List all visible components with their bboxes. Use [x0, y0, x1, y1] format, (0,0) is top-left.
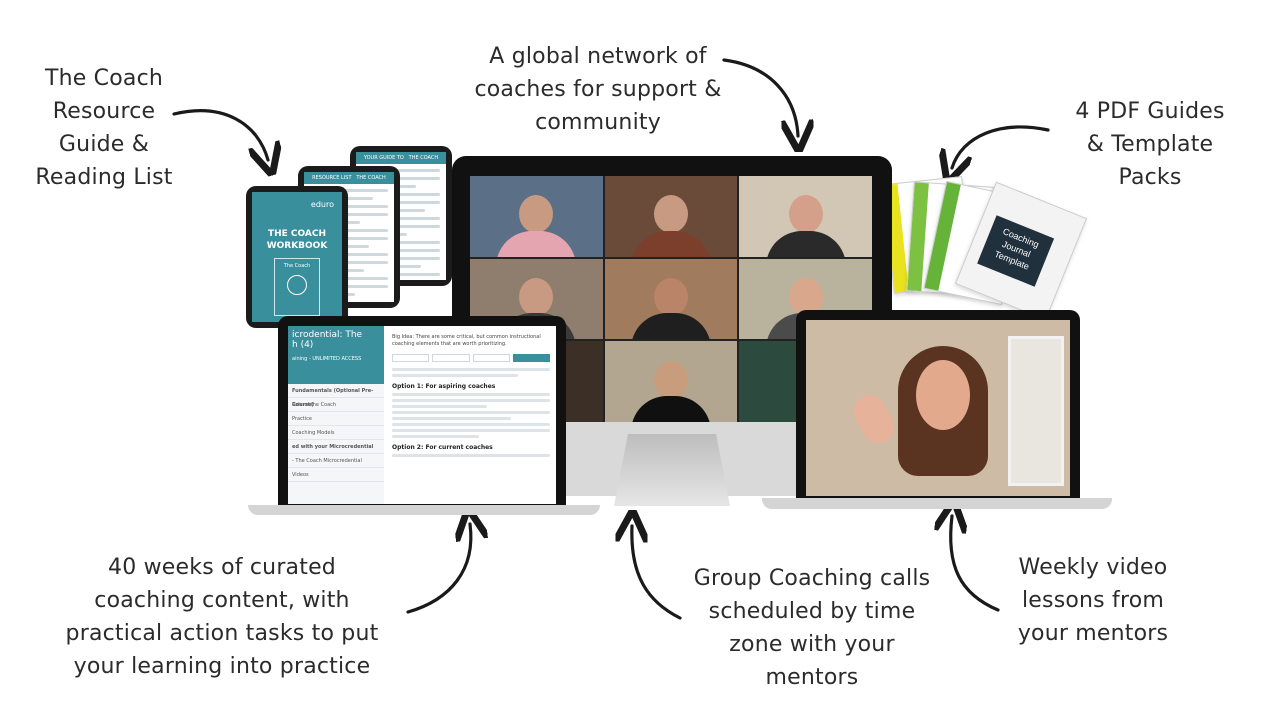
workbook-title: THE COACH WORKBOOK: [266, 229, 328, 251]
caption-curated-content: 40 weeks of curated coaching content, wi…: [65, 555, 379, 679]
video-tile: [739, 176, 872, 257]
doc-header: YOUR GUIDE TO THE COACH: [356, 152, 446, 164]
sidebar-item: Videos: [288, 468, 384, 482]
arrow-pdf-guides: [952, 125, 1050, 168]
eduro-logo: eduro: [310, 200, 334, 209]
sidebar-item: Fundamentals (Optional Pre-Course): [288, 384, 384, 408]
sidebar-item: Role of the Coach: [288, 398, 384, 412]
course-title: icrodential: The h (4) aining - UNLIMITE…: [288, 326, 384, 384]
laptop-base: [762, 498, 1112, 509]
tablet-coach-workbook: eduro THE COACH WORKBOOK The Coach: [246, 186, 348, 328]
tab-resources: [472, 354, 510, 362]
option-1-heading: Option 1: For aspiring coaches: [392, 383, 496, 390]
video-lesson-screen: [806, 320, 1070, 496]
course-main: Big Idea: There are some critical, but c…: [392, 334, 550, 460]
caption-weekly-video: Weekly video lessons from your mentors: [1017, 555, 1169, 646]
video-tile: [604, 258, 738, 340]
journal-title-block: Coaching Journal Template: [977, 215, 1055, 287]
bookshelf: [1008, 336, 1064, 486]
laptop-base: [248, 505, 600, 515]
arrow-weekly-video: [951, 516, 1000, 612]
laurel-icon: [287, 275, 307, 295]
mentor-video: [898, 346, 988, 476]
tab-action: [512, 354, 550, 362]
tab-watch: [392, 354, 430, 362]
tab-introduction: [432, 354, 470, 362]
monitor-stand: [614, 434, 730, 506]
sidebar-item: Practice: [288, 412, 384, 426]
caption-resource-guide: The Coach Resource Guide & Reading List: [35, 66, 173, 190]
sidebar-item: - The Coach Microcredential: [288, 454, 384, 468]
arrow-group-coaching: [632, 526, 682, 620]
sidebar-item: Coaching Models: [288, 426, 384, 440]
caption-group-coaching: Group Coaching calls scheduled by time z…: [693, 566, 931, 690]
course-page-screen: icrodential: The h (4) aining - UNLIMITE…: [288, 326, 556, 504]
sidebar-item: ed with your Microcredential: [288, 440, 384, 454]
arrow-global-network: [722, 58, 798, 136]
video-tile: [604, 176, 738, 257]
arrow-icon: [172, 58, 1050, 620]
laptop-video-lesson: [796, 310, 1080, 500]
big-idea-text: Big Idea: There are some critical, but c…: [392, 334, 541, 347]
waving-hand: [847, 389, 901, 449]
doc-header: RESOURCE LIST THE COACH: [304, 172, 394, 184]
video-tile: [604, 341, 738, 422]
arrow-curated-content: [406, 524, 471, 614]
caption-pdf-guides: 4 PDF Guides & Template Packs: [1075, 99, 1225, 190]
course-sidebar: icrodential: The h (4) aining - UNLIMITE…: [288, 326, 384, 504]
laptop-course-page: icrodential: The h (4) aining - UNLIMITE…: [278, 316, 566, 508]
workbook-emblem-box: The Coach: [274, 258, 320, 316]
course-tabs: [392, 354, 550, 362]
option-2-heading: Option 2: For current coaches: [392, 444, 493, 451]
caption-global-network: A global network of coaches for support …: [474, 44, 722, 135]
video-tile: [470, 176, 603, 257]
arrow-resource-guide: [172, 109, 268, 160]
